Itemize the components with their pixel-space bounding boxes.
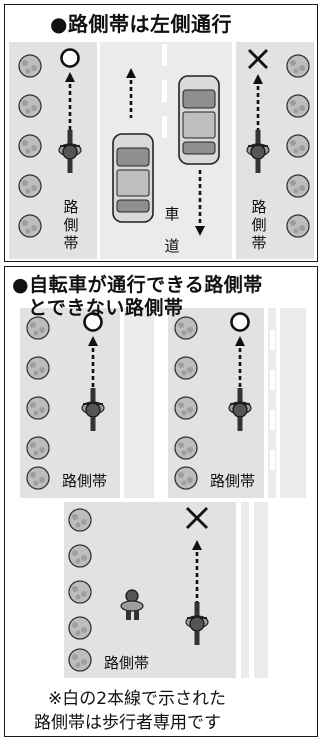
arrow-up-icon (192, 540, 202, 550)
label-roadway: 車道 (164, 205, 180, 255)
arrow-up-icon (65, 72, 75, 82)
note-line2: 路側帯は歩行者専用です (34, 713, 221, 733)
panel1-title: ●路側帯は左側通行 (50, 12, 232, 36)
pedestrian-icon (120, 589, 144, 620)
arrow-up-icon (235, 336, 245, 346)
panel2-title-line1: ●自転車が通行できる路側帯 (12, 274, 263, 296)
car-right-lane (178, 75, 220, 236)
arrow-up-icon (88, 336, 98, 346)
label-left-roadside: 路側帯 (63, 198, 79, 252)
note-line1: ※白の2本線で示された (48, 689, 227, 709)
ok-circle-icon (83, 312, 103, 332)
arrow-up-icon (253, 74, 263, 84)
example3-label: 路側帯 (104, 654, 150, 672)
panel2-title-line2: とできない路側帯 (28, 297, 184, 319)
left-cyclist-allowed (58, 48, 82, 174)
example2-label: 路側帯 (210, 472, 256, 490)
cross-icon (186, 507, 208, 529)
roadside-types-panel (4, 266, 318, 737)
label-right-roadside: 路側帯 (251, 198, 267, 252)
center-line (162, 44, 167, 138)
car-left-lane (112, 68, 154, 223)
example2-roadside (168, 308, 306, 498)
right-cyclist-prohibited (246, 49, 270, 174)
cross-icon (248, 49, 268, 69)
example1-roadside (20, 308, 154, 498)
example1-label: 路側帯 (62, 472, 108, 490)
example3-roadside (64, 502, 268, 678)
ok-circle-icon (230, 312, 250, 332)
ok-circle-icon (60, 48, 80, 68)
